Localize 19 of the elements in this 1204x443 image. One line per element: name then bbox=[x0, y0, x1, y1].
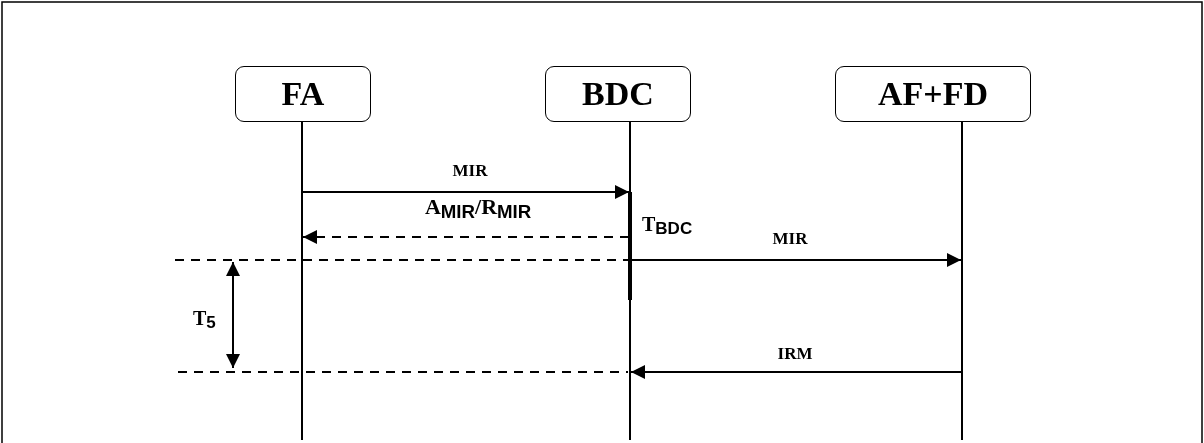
message-arrow bbox=[630, 365, 962, 379]
message-label: A$_{MIR}$/R$_{MIR}$ bbox=[424, 196, 532, 222]
timer-label: T$_{5}$ bbox=[193, 308, 216, 332]
message-label: IRM bbox=[777, 345, 813, 362]
message-arrow bbox=[302, 230, 630, 244]
message-arrow bbox=[630, 253, 962, 267]
lifeline bbox=[629, 160, 631, 440]
message-arrow bbox=[302, 185, 630, 199]
lifeline bbox=[961, 160, 963, 440]
message-label: MIR bbox=[772, 230, 808, 247]
timer-label: T$_{BDC}$ bbox=[642, 214, 693, 238]
message-label: MIR bbox=[452, 162, 488, 179]
participant-box: BDC bbox=[545, 66, 691, 122]
lifeline bbox=[301, 160, 303, 440]
lifeline-segment bbox=[629, 121, 631, 161]
participant-box: FA bbox=[235, 66, 371, 122]
lifeline-segment bbox=[961, 121, 963, 161]
participant-box: AF+FD bbox=[835, 66, 1031, 122]
lifeline-segment bbox=[301, 121, 303, 161]
